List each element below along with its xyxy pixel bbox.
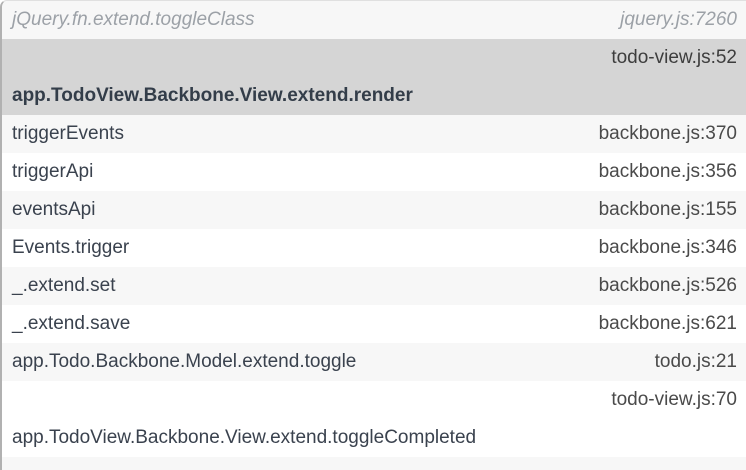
call-stack-frame[interactable]: triggerApi backbone.js:356 bbox=[2, 153, 746, 191]
frame-source-location: backbone.js:155 bbox=[598, 199, 737, 220]
frame-source-location: backbone.js:356 bbox=[598, 161, 737, 182]
frame-function-name: Events.trigger bbox=[12, 237, 130, 258]
frame-source-location: backbone.js:370 bbox=[598, 123, 737, 144]
frame-source-location: todo.js:21 bbox=[654, 351, 737, 372]
frame-function-name: eventsApi bbox=[12, 199, 96, 220]
call-stack-frame[interactable]: app.Todo.Backbone.Model.extend.toggle tod… bbox=[2, 343, 746, 381]
call-stack-frame[interactable]: Events.trigger backbone.js:346 bbox=[2, 229, 746, 267]
frame-function-name: triggerApi bbox=[12, 161, 94, 182]
frame-function-name: app.TodoView.Backbone.View.extend.toggle… bbox=[12, 427, 477, 448]
call-stack-frame[interactable]: _.extend.save backbone.js:621 bbox=[2, 305, 746, 343]
frame-source-location: backbone.js:526 bbox=[598, 275, 737, 296]
call-stack-frame[interactable]: triggerEvents backbone.js:370 bbox=[2, 115, 746, 153]
call-stack-frame[interactable]: eventsApi backbone.js:155 bbox=[2, 191, 746, 229]
frame-function-name: triggerEvents bbox=[12, 123, 124, 144]
frame-function-name: app.Todo.Backbone.Model.extend.toggle bbox=[12, 351, 357, 372]
frame-function-name: _.extend.save bbox=[12, 313, 131, 334]
frame-source-location: jquery.js:7260 bbox=[620, 9, 737, 30]
call-stack-frame[interactable]: jQuery.fn.extend.toggleClass jquery.js:72… bbox=[2, 1, 746, 39]
frame-source-location: todo-view.js:70 bbox=[611, 389, 737, 410]
frame-function-name: _.extend.set bbox=[12, 275, 116, 296]
frame-source-location: backbone.js:621 bbox=[598, 313, 737, 334]
frame-function-name: jQuery.fn.extend.toggleClass bbox=[12, 9, 255, 30]
call-stack-frame[interactable] bbox=[2, 457, 746, 470]
call-stack-frame[interactable]: _.extend.set backbone.js:526 bbox=[2, 267, 746, 305]
call-stack-frame[interactable]: app.TodoView.Backbone.View.extend.toggle… bbox=[2, 381, 746, 457]
frame-source-location: todo-view.js:52 bbox=[611, 47, 737, 68]
frame-function-name: app.TodoView.Backbone.View.extend.render bbox=[12, 85, 413, 106]
frame-source-location: backbone.js:346 bbox=[598, 237, 737, 258]
call-stack-frame[interactable]: app.TodoView.Backbone.View.extend.render… bbox=[2, 39, 746, 115]
